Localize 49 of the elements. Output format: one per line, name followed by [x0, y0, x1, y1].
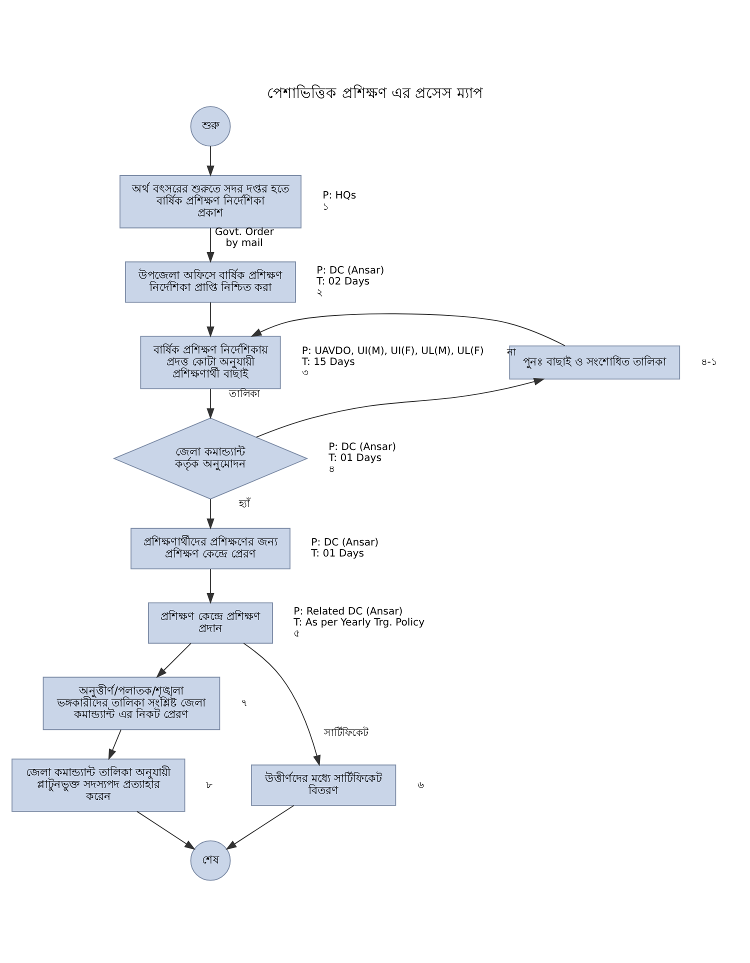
edge-label: তালিকা: [228, 388, 260, 400]
node-label: ৭: [240, 698, 248, 709]
node-label: T: 01 Days: [328, 453, 382, 464]
node-label: ৩: [302, 368, 309, 380]
node-box: জেলা কমান্ড্যান্ট তালিকা অনুযায়ী প্লাটুনভুক্ত সদস্যপদ প্রত্যাহার করেন: [12, 758, 186, 812]
node-label: ৫: [294, 628, 300, 640]
node-circle: শুরু: [190, 106, 231, 147]
arrow: [206, 302, 214, 338]
node-box: উপজেলা অফিসে বার্ষিক প্রশিক্ষণ নির্দেশিকা প্রাপ্তি নিশ্চিত করা: [125, 261, 296, 303]
node-label: P: UAVDO, UI(M), UI(F), UL(M), UL(F): [302, 346, 484, 358]
node-label: T: 01 Days: [311, 548, 364, 560]
node-box: অনুত্তীর্ণ/পলাতক/শৃঙ্খলা ভঙ্গকারীদের তালিকা সংশ্লিষ্ট জেলা কমান্ড্যান্ট এর নিকট প্রেরণ: [42, 676, 220, 730]
edge-label: সার্টিফিকেট: [324, 728, 368, 739]
arrow: [243, 642, 321, 766]
node-label: T: As per Yearly Trg. Policy: [294, 618, 425, 629]
node-box: প্রশিক্ষণ কেন্দ্রে প্রশিক্ষণ প্রদান: [148, 602, 273, 644]
node-label: P: DC (Ansar): [311, 538, 379, 549]
arrow: [206, 568, 214, 604]
arrow: [226, 805, 294, 850]
node-label: T: 02 Days: [316, 276, 370, 288]
arrow: [136, 810, 196, 850]
node-label: ৮: [206, 780, 212, 791]
arrow: [250, 313, 566, 346]
edge-label: Govt. Order by mail: [214, 226, 274, 250]
node-label: P: DC (Ansar): [316, 266, 384, 277]
node-box: অর্থ বৎসরের শুরুতে সদর দপ্তর হতে বার্ষিক প্রশিক্ষণ নির্দেশিকা প্রকাশ: [120, 175, 302, 228]
arrow: [206, 146, 214, 177]
node-label: ৪-১: [701, 357, 717, 368]
arrow: [206, 227, 214, 264]
node-label: ৪: [328, 464, 335, 476]
edge-label: না: [507, 347, 516, 358]
node-label: P: Related DC (Ansar): [294, 606, 403, 618]
node-box: প্রশিক্ষণার্থীদের প্রশিক্ষণের জন্য প্রশিক্ষণ কেন্দ্রে প্রেরণ: [130, 528, 290, 570]
node-label: ২: [316, 288, 324, 299]
edge-label: হ্যাঁ: [238, 499, 250, 510]
node-label: T: 15 Days: [302, 357, 355, 368]
node-label: P: DC (Ansar): [328, 442, 396, 454]
arrow: [108, 729, 122, 760]
arrow: [206, 498, 214, 530]
arrow: [156, 642, 192, 678]
diagram-title: পেশাভিত্তিক প্রশিক্ষণ এর প্রসেস ম্যাপ: [267, 85, 483, 102]
arrow: [256, 378, 545, 438]
node-label: ৬: [417, 780, 424, 791]
node-box: উত্তীর্ণদের মধ্যে সার্টিফিকেট বিতরণ: [250, 764, 396, 806]
node-box: বার্ষিক প্রশিক্ষণ নির্দেশিকায় প্রদত্ত কোটা অনুযায়ী প্রশিক্ষণার্থী বাছাই: [140, 336, 281, 390]
node-label: P: HQs: [322, 190, 356, 202]
node-circle: শেষ: [190, 840, 231, 881]
node-label: ১: [322, 202, 329, 213]
arrow: [206, 388, 214, 420]
